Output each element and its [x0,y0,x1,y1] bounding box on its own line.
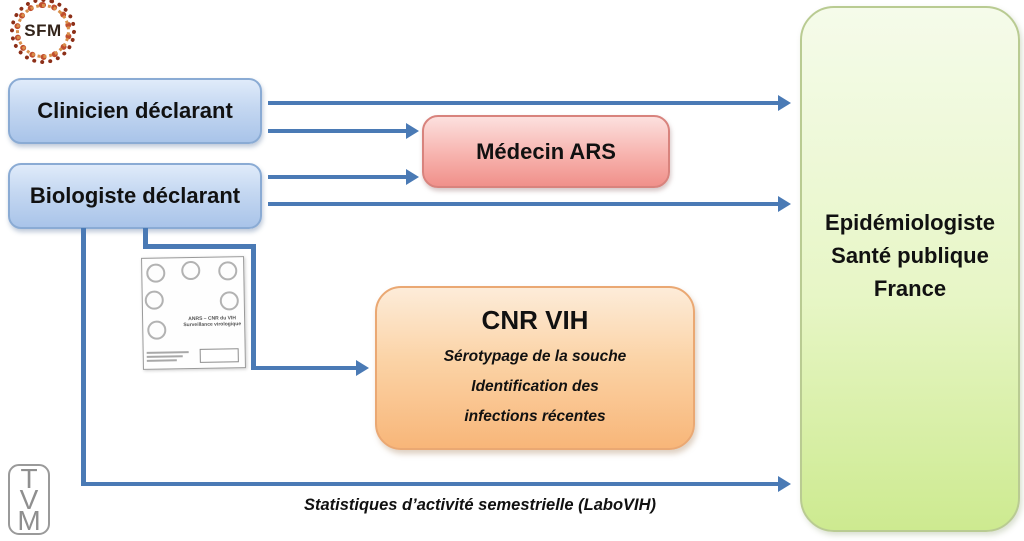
card-footer-line [146,359,177,362]
blood-spot-circle [144,290,164,310]
blood-spot-card: ANRS – CNR du VIH Surveillance virologiq… [141,256,246,370]
card-header-line2: Surveillance virologique [183,321,242,329]
epidemiologist-line1: Epidémiologiste [825,209,995,235]
card-footer-box [199,348,239,363]
tvm-letter-v: V [19,484,39,515]
card-footer-line [146,355,183,358]
cnr-vih-subtitle-line3: infections récentes [464,407,606,425]
tvm-logo: T V M [8,464,50,535]
tvm-letter-m: M [17,505,41,536]
arrow-clinician-to-epidemiologist [268,95,791,111]
sfm-logo-text: SFM [24,21,62,40]
blood-spot-circle [181,260,201,281]
card-footer-line [146,351,189,354]
blood-spot-circle [218,261,238,281]
card-header-text: ANRS – CNR du VIH Surveillance virologiq… [183,315,241,328]
arrow-clinician-to-ars [268,123,419,139]
connector-biologist-to-cnr-segment [143,228,148,249]
statistics-caption: Statistiques d’activité semestrielle (La… [303,496,657,514]
arrow-biologist-to-epidemiologist [268,196,791,212]
cnr-vih-subtitle-line1: Sérotypage de la souche [443,347,627,365]
connector-biologist-to-cnr-segment [251,244,256,370]
arrow-stats-to-epidemiologist [81,476,791,492]
cnr-vih-subtitle-line2: Identification des [471,377,599,395]
biologist-declarant-box: Biologiste déclarant [8,163,262,229]
cnr-vih-title: CNR VIH [481,304,589,335]
medecin-ars-box: Médecin ARS [422,115,670,188]
blood-spot-circle [147,320,167,340]
epidemiologist-line2: Santé publique [831,242,989,268]
blood-spot-circle [146,263,166,283]
sfm-logo: SFM [14,2,72,60]
arrow-biologist-to-ars [268,169,419,185]
clinician-declarant-label: Clinicien déclarant [37,98,233,123]
medecin-ars-label: Médecin ARS [476,138,616,164]
epidemiologist-box: Epidémiologiste Santé publique France [800,6,1020,532]
arrow-card-to-cnr [251,360,369,376]
blood-spot-circle [219,291,239,311]
epidemiologist-line3: France [873,275,947,301]
biologist-declarant-label: Biologiste déclarant [29,183,241,208]
connector-biologist-to-cnr-segment [143,244,256,249]
clinician-declarant-box: Clinicien déclarant [8,78,262,144]
tvm-letter-t: T [20,463,38,494]
connector-biologist-to-stats-segment [81,228,86,486]
cnr-vih-box: CNR VIH Sérotypage de la souche Identifi… [375,286,695,450]
